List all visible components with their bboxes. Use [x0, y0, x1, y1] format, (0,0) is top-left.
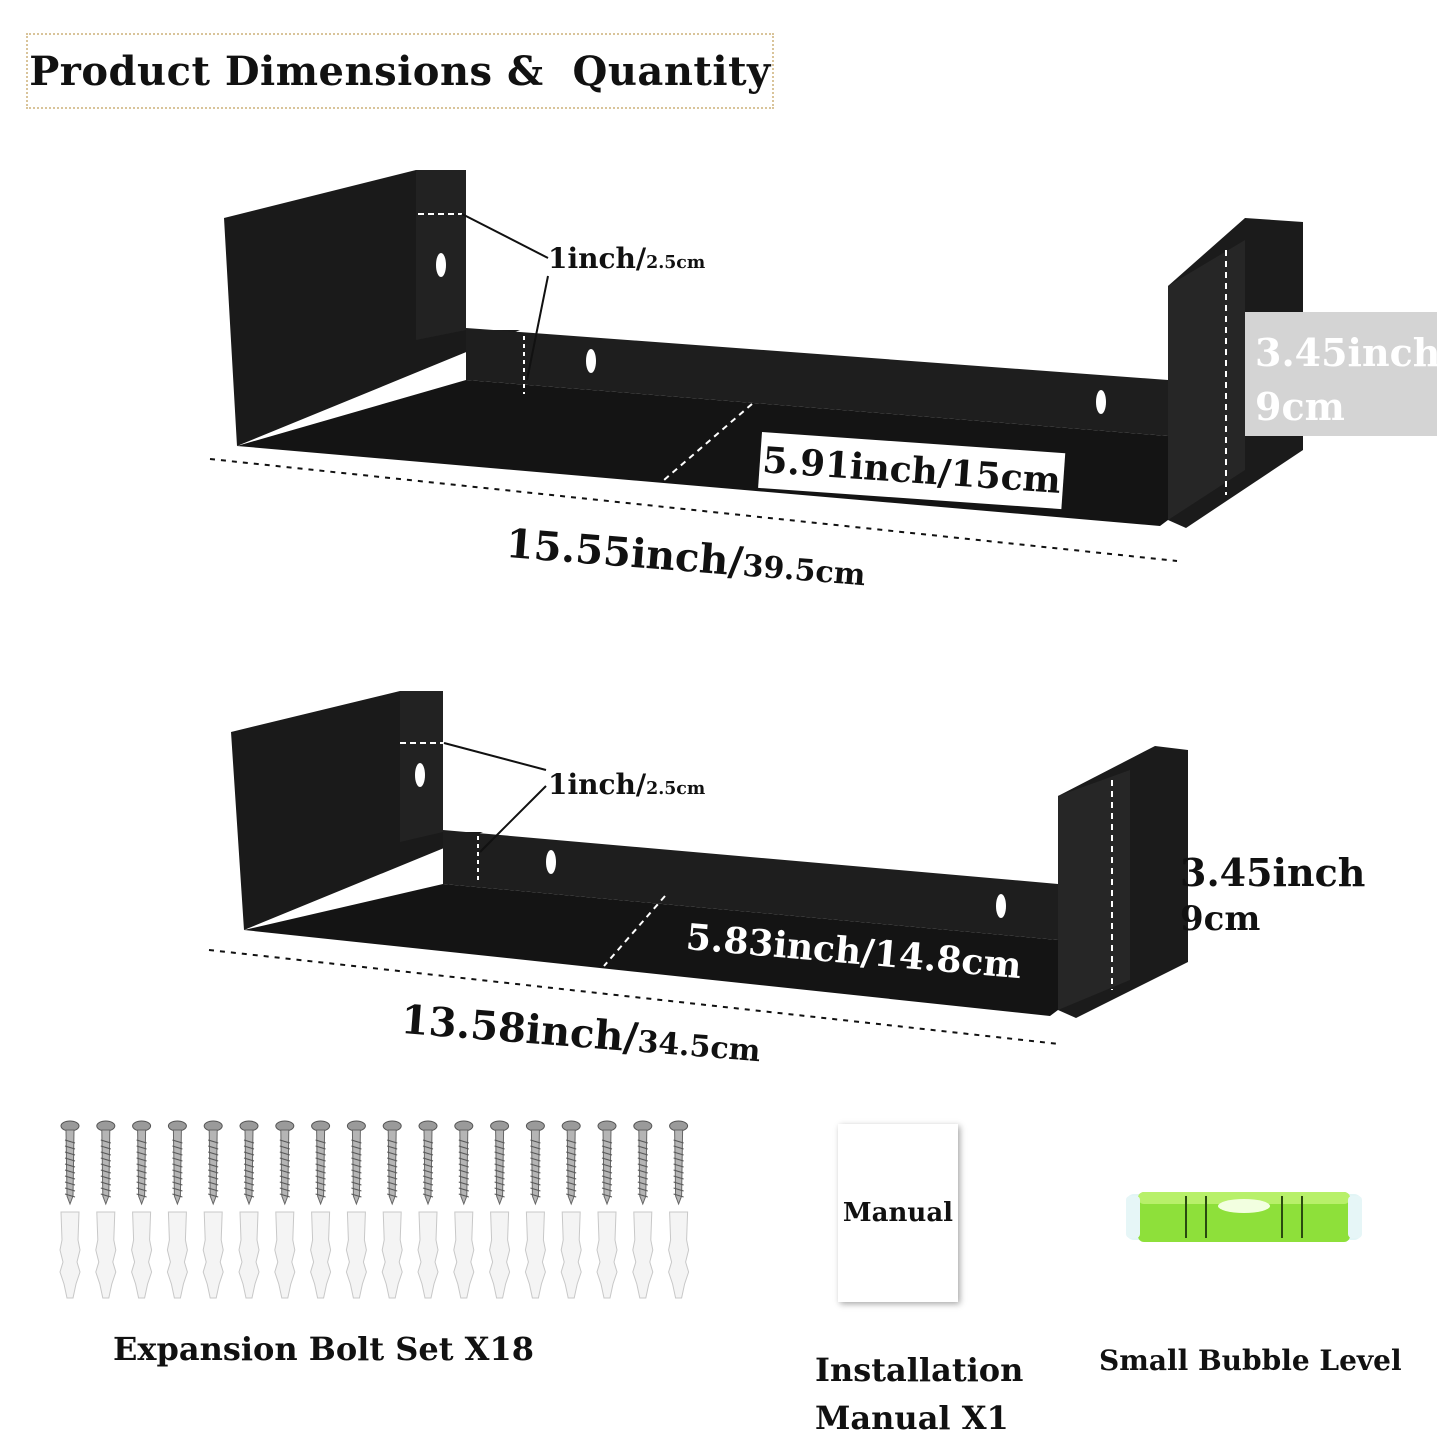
keyhole	[436, 253, 446, 277]
keyhole	[415, 763, 425, 787]
shelf-small-height-label: 3.45inch 9cm	[1180, 850, 1365, 942]
manual-caption-line2: Manual X1	[815, 1399, 1009, 1437]
bolts-caption: Expansion Bolt Set X18	[113, 1330, 534, 1368]
manual-caption: Installation Manual X1	[815, 1346, 1023, 1442]
screw-and-anchor	[131, 1120, 153, 1299]
screw-and-anchor	[632, 1120, 654, 1299]
keyhole	[1096, 390, 1106, 414]
shelf-small-back	[443, 830, 1058, 940]
manual-card: Manual	[838, 1124, 958, 1302]
manual-card-label: Manual	[842, 1198, 954, 1228]
title-box: Product Dimensions & Quantity	[26, 33, 774, 109]
screw-and-anchor	[524, 1120, 546, 1299]
screw-and-anchor	[489, 1120, 511, 1299]
keyhole	[586, 349, 596, 373]
screw-and-anchor	[596, 1120, 618, 1299]
shelf-large-height-cm: 9cm	[1255, 384, 1345, 429]
page-title: Product Dimensions & Quantity	[29, 47, 771, 95]
manual-caption-line1: Installation	[815, 1351, 1024, 1389]
shelf-large-height-inch: 3.45inch	[1255, 330, 1441, 375]
screw-and-anchor	[381, 1120, 403, 1299]
screw-and-anchor	[345, 1120, 367, 1299]
shelf-large-back	[466, 328, 1168, 436]
shelf-small-height-inch: 3.45inch	[1180, 850, 1366, 895]
keyhole	[996, 894, 1006, 918]
screw-and-anchor	[95, 1120, 117, 1299]
screw-and-anchor	[238, 1120, 260, 1299]
level-caption: Small Bubble Level	[1099, 1344, 1402, 1377]
screw-and-anchor	[202, 1120, 224, 1299]
bubble-level-icon	[1126, 1192, 1362, 1242]
screw-and-anchor	[453, 1120, 475, 1299]
screw-and-anchor	[166, 1120, 188, 1299]
screw-and-anchor	[274, 1120, 296, 1299]
screw-and-anchor	[59, 1120, 81, 1299]
shelf-large-depth-label: 1inch/2.5cm	[548, 242, 706, 275]
shelf-small-depth-label: 1inch/2.5cm	[548, 768, 706, 801]
screw-and-anchor	[560, 1120, 582, 1299]
shelf-small-base	[244, 884, 1058, 1016]
screw-and-anchor	[668, 1120, 690, 1299]
screw-and-anchor	[417, 1120, 439, 1299]
shelf-small-height-cm: 9cm	[1180, 899, 1261, 939]
shelf-large-height-box: 3.45inch 9cm	[1245, 312, 1441, 436]
keyhole	[546, 850, 556, 874]
screw-and-anchor	[310, 1120, 332, 1299]
